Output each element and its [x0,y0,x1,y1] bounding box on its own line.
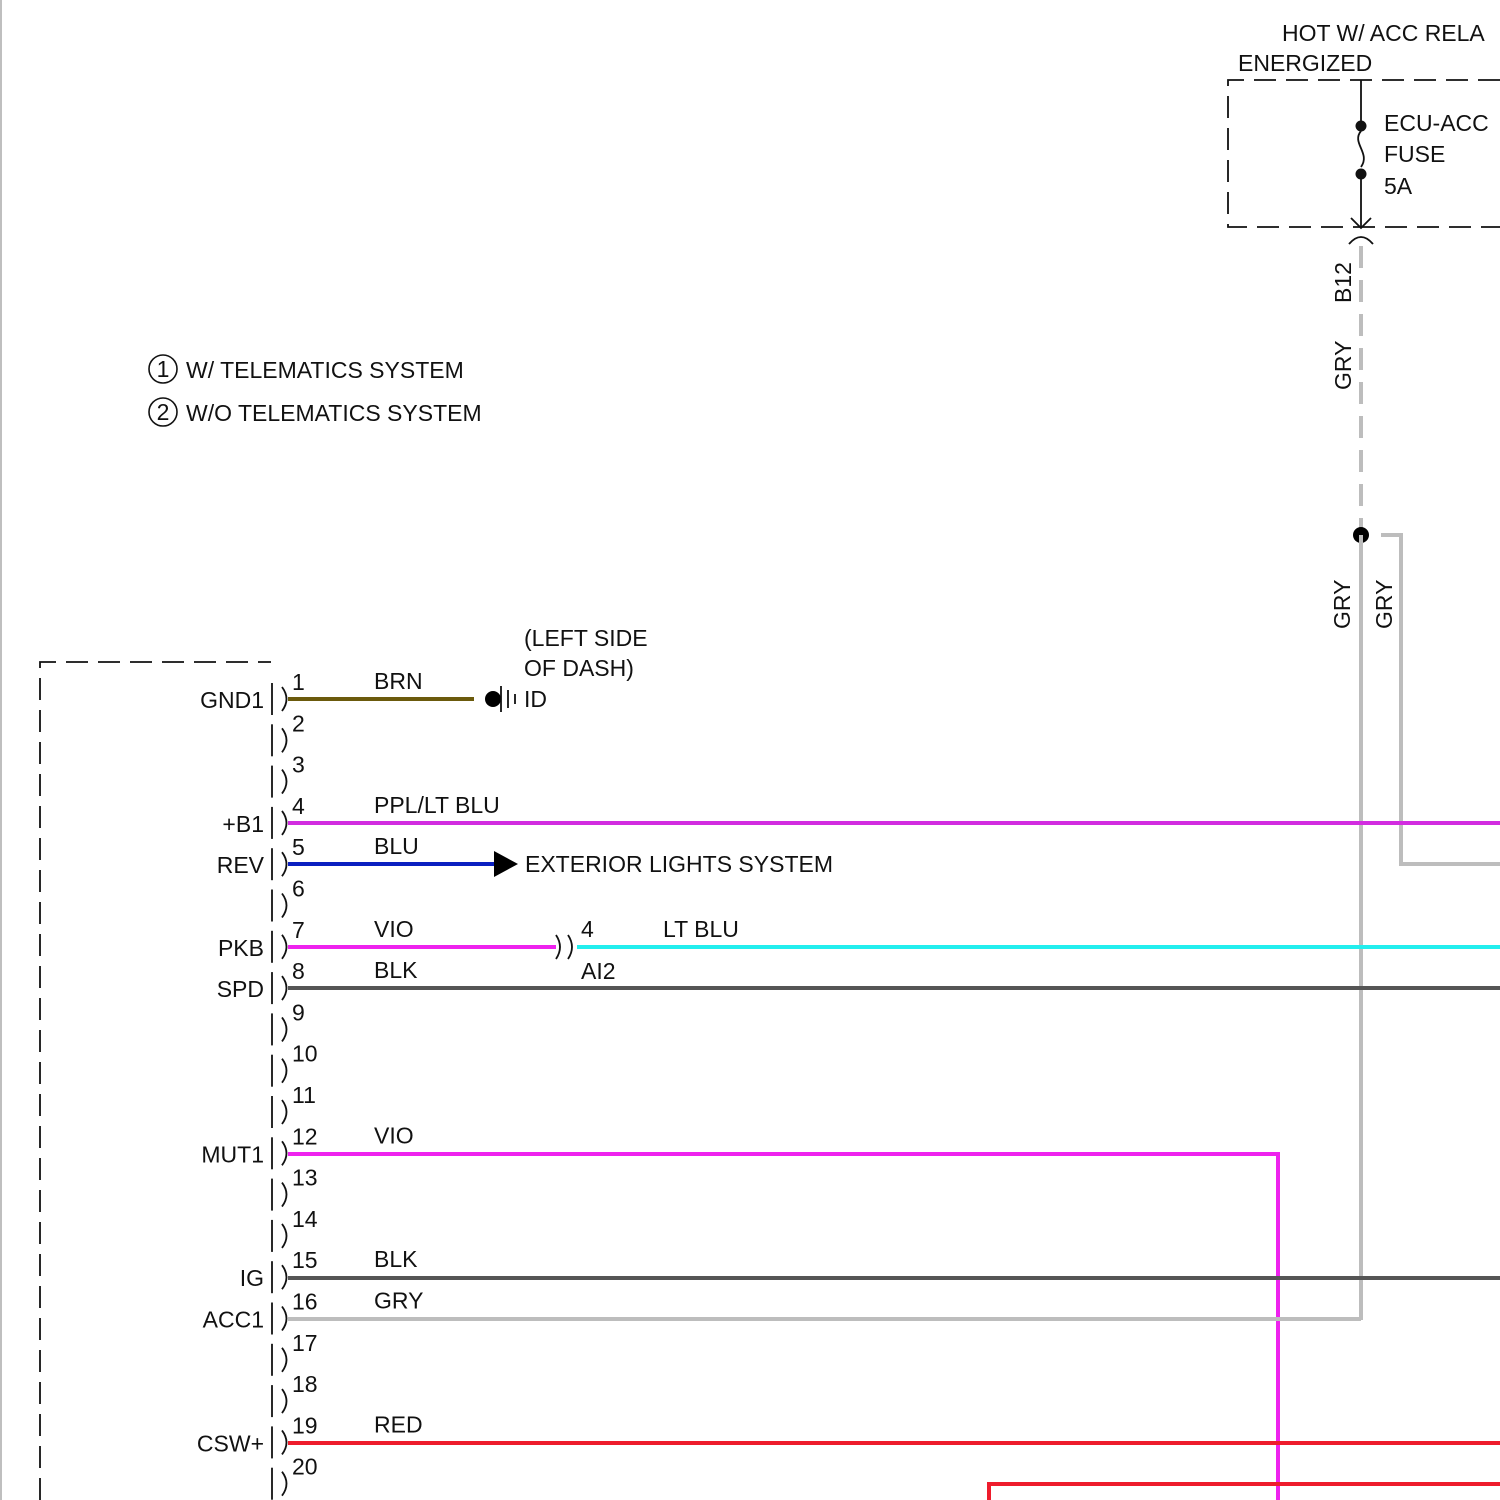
legend-marker-2: 2 [157,399,170,425]
fuse-name-1: ECU-ACC [1384,110,1489,136]
fuse-box-outline [1228,80,1500,227]
pin-15-number: 15 [292,1247,318,1273]
fuse-name-2: FUSE [1384,141,1445,167]
pin-3-terminal-icon [282,770,287,794]
pin-4-signal: +B1 [222,811,264,837]
arrow-right-icon [494,851,518,877]
pin-1-number: 1 [292,669,305,695]
pin-8-number: 8 [292,958,305,984]
pin-6-number: 6 [292,876,305,902]
power-source-header-2: ENERGIZED [1238,50,1372,76]
power-source-header-1: HOT W/ ACC RELA [1282,20,1485,46]
ground-point [485,691,501,707]
pin-15-wire-label: BLK [374,1246,418,1272]
pin-5-terminal-icon [282,852,287,876]
legend: 1 W/ TELEMATICS SYSTEM 2 W/O TELEMATICS … [149,355,482,426]
pin-9-number: 9 [292,999,305,1025]
pin-2-number: 2 [292,710,305,736]
pin-1-terminal-icon [282,687,287,711]
inline-connector-pin: 4 [581,916,594,942]
pin-10-number: 10 [292,1041,318,1067]
pin-1-wire-label: BRN [374,668,423,694]
ground-point-label: ID [524,686,547,712]
pin-8-wire-label: BLK [374,957,418,983]
pin-17-terminal-icon [282,1348,287,1372]
wire-red-lower [989,1484,1500,1500]
pin-2-terminal-icon [282,728,287,752]
pin-9-terminal-icon [282,1017,287,1041]
pin-15-terminal-icon [282,1265,287,1289]
inline-connector-ai2: 4 AI2 LT BLU [556,916,739,984]
legend-item-2: W/O TELEMATICS SYSTEM [186,400,482,426]
pin-4-wire-label: PPL/LT BLU [374,792,500,818]
ground: (LEFT SIDE OF DASH) ID [485,625,648,712]
pin-13-terminal-icon [282,1183,287,1207]
fuse-rating: 5A [1384,173,1413,199]
pin-11-terminal-icon [282,1100,287,1124]
pin-6-terminal-icon [282,894,287,918]
connector-b12-label: B12 [1330,262,1356,303]
component-box-outline [40,662,271,1500]
wire-gry-left-label: GRY [1329,580,1355,629]
pin-16-wire-label: GRY [374,1288,423,1314]
pin-16-signal: ACC1 [203,1307,264,1333]
gry-branch-wire [1381,535,1500,864]
pin-19-number: 19 [292,1412,318,1438]
pin-20-number: 20 [292,1454,318,1480]
pin-13-number: 13 [292,1165,318,1191]
pin-8-signal: SPD [217,976,264,1002]
pin-7-number: 7 [292,917,305,943]
pin-8-terminal-icon [282,976,287,1000]
wire-gry-right-label: GRY [1371,580,1397,629]
pin-16-number: 16 [292,1289,318,1315]
wire-pin12-vio [288,1154,1278,1500]
pin-12-terminal-icon [282,1141,287,1165]
pin-5-wire-label: BLU [374,833,419,859]
pin-7-terminal-icon [282,935,287,959]
pin-4-number: 4 [292,793,305,819]
pin-1-signal: GND1 [200,687,264,713]
ground-note-2: OF DASH) [524,655,634,681]
pin-17-number: 17 [292,1330,318,1356]
wire-gry-upper-label: GRY [1330,341,1356,390]
inline-connector-icon-left [556,935,560,959]
pin-15-signal: IG [240,1265,264,1291]
ground-note-1: (LEFT SIDE [524,625,648,651]
pin-19-terminal-icon [282,1430,287,1454]
pin-20-terminal-icon [282,1472,287,1496]
pin-19-signal: CSW+ [197,1430,264,1456]
pin-12-signal: MUT1 [201,1141,264,1167]
vertical-feed: B12 GRY GRY GRY [1329,246,1500,1320]
pin-11-number: 11 [292,1082,316,1108]
pin-7-signal: PKB [218,935,264,961]
pin-14-number: 14 [292,1206,318,1232]
pin-10-terminal-icon [282,1059,287,1083]
pin-4-terminal-icon [282,811,287,835]
pin-7-wire-label: VIO [374,916,414,942]
wire-lt-blu-label: LT BLU [663,916,739,942]
pin-12-number: 12 [292,1123,318,1149]
connector-b12-icon [1349,237,1373,244]
legend-marker-1: 1 [157,356,170,382]
wires [288,699,1500,1500]
pin-14-terminal-icon [282,1224,287,1248]
pin-5-signal: REV [217,852,265,878]
inline-connector-icon-right [568,935,572,959]
power-source: HOT W/ ACC RELA ENERGIZED ECU-ACC FUSE 5… [1228,20,1500,244]
pin-16-terminal-icon [282,1307,287,1331]
exterior-lights-label: EXTERIOR LIGHTS SYSTEM [525,851,833,877]
legend-item-1: W/ TELEMATICS SYSTEM [186,357,464,383]
pin-3-number: 3 [292,752,305,778]
fuse-icon [1358,131,1364,167]
inline-connector-name: AI2 [581,958,616,984]
pin-18-number: 18 [292,1371,318,1397]
pin-19-wire-label: RED [374,1411,423,1437]
pin-5-number: 5 [292,834,305,860]
pin-12-wire-label: VIO [374,1122,414,1148]
fuse-terminal-top [1356,121,1367,132]
pin-18-terminal-icon [282,1389,287,1413]
